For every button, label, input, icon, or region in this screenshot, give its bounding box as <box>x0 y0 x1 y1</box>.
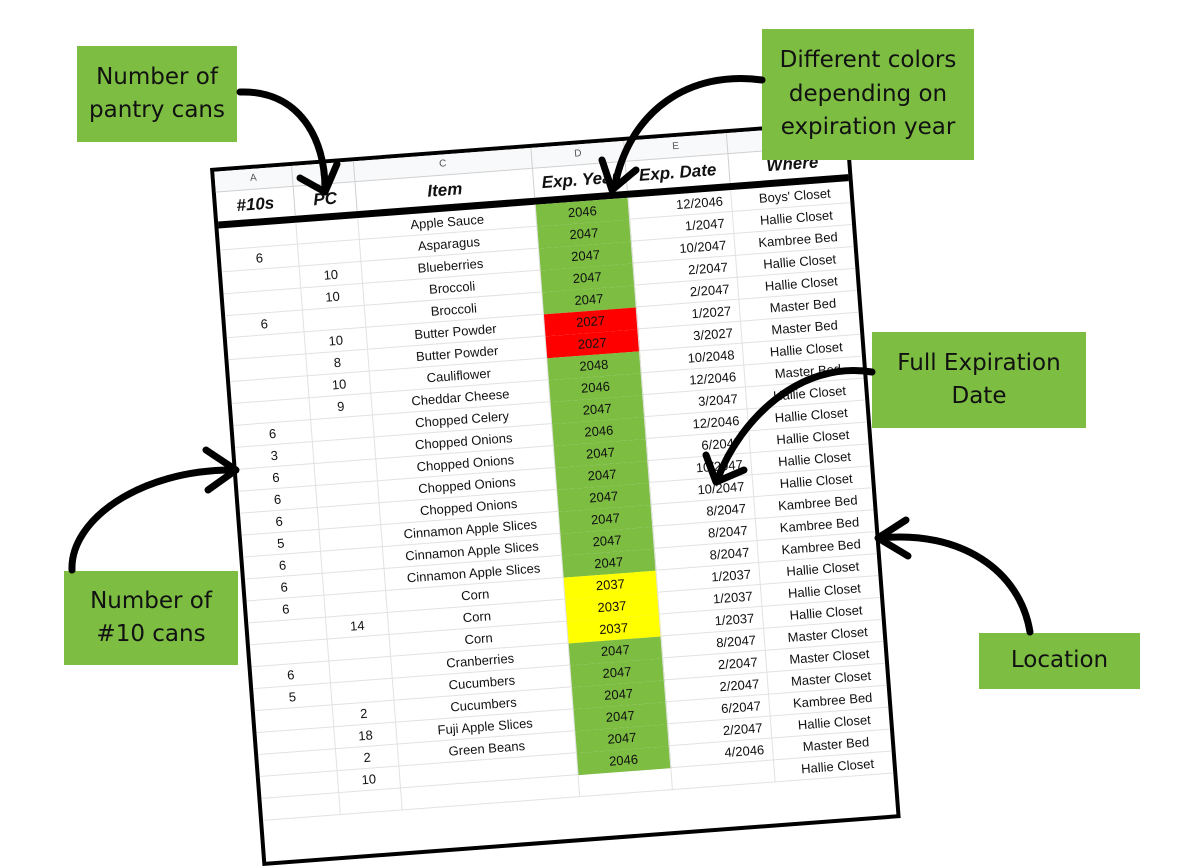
callout-location: Location <box>979 633 1140 689</box>
cell-10s[interactable] <box>261 793 341 821</box>
callout-full-expiration-date: Full Expiration Date <box>872 332 1086 428</box>
spreadsheet: A B C D E F #10s PC Item Exp. Year Exp. … <box>210 120 901 866</box>
header-pc[interactable]: PC <box>293 181 358 216</box>
callout-expiration-colors: Different colors depending on expiration… <box>762 29 974 160</box>
callout-number-of-10-cans: Number of #10 cans <box>64 571 238 665</box>
header-exp-date[interactable]: Exp. Date <box>625 153 731 191</box>
arrow-location <box>876 533 1034 636</box>
header-10s[interactable]: #10s <box>215 185 296 222</box>
cell-pc[interactable] <box>339 788 403 816</box>
header-exp-year[interactable]: Exp. Year <box>532 160 628 198</box>
callout-pantry-cans: Number of pantry cans <box>77 46 237 142</box>
spreadsheet-grid: A B C D E F #10s PC Item Exp. Year Exp. … <box>210 120 901 866</box>
arrow-10-cans <box>68 466 236 574</box>
